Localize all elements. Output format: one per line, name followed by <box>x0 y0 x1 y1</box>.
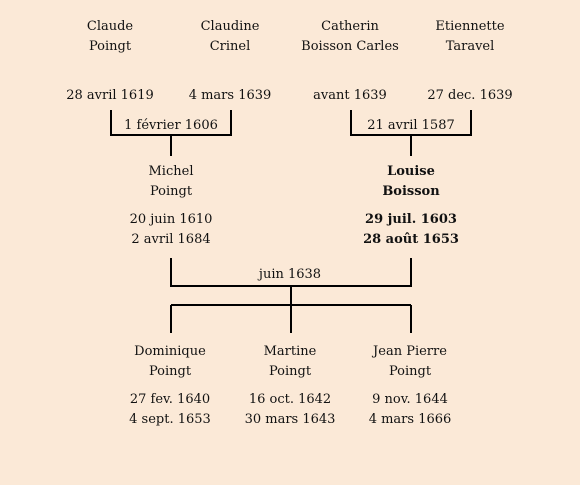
marriage-date-paternal: 1 février 1606 <box>124 118 218 133</box>
person-last-name: Poingt <box>148 364 192 379</box>
person-last-name: Poingt <box>268 364 312 379</box>
grandparent-etiennette: Etiennette Taravel <box>395 17 545 57</box>
person-first-name: Louise <box>387 164 435 179</box>
person-first-name: Claude <box>86 19 134 34</box>
person-first-name: Jean Pierre <box>373 344 447 359</box>
person-first-name: Dominique <box>134 344 206 359</box>
child-jean-pierre: Jean Pierre Poingt 9 nov. 1644 4 mars 16… <box>335 342 485 430</box>
marriage-date-parents: juin 1638 <box>258 267 322 282</box>
birth-date: 20 juin 1610 <box>129 212 213 227</box>
marriage-date-maternal: 21 avril 1587 <box>367 118 455 133</box>
birth-date: 27 fev. 1640 <box>129 392 211 407</box>
birth-date: 29 juil. 1603 <box>365 212 457 227</box>
person-last-name: Crinel <box>209 39 251 54</box>
grandparent-claudine-date: 4 mars 1639 <box>188 88 272 103</box>
grandparent-claude: Claude Poingt <box>35 17 185 57</box>
child-martine: Martine Poingt 16 oct. 1642 30 mars 1643 <box>215 342 365 430</box>
grandparent-catherin-date: avant 1639 <box>313 88 387 103</box>
death-date: 4 mars 1666 <box>368 412 452 427</box>
person-last-name: Poingt <box>388 364 432 379</box>
death-date: 2 avril 1684 <box>131 232 211 247</box>
person-last-name: Boisson Carles <box>301 39 399 54</box>
birth-date: 16 oct. 1642 <box>248 392 332 407</box>
person-first-name: Martine <box>263 344 317 359</box>
grandparent-catherin: Catherin Boisson Carles <box>275 17 425 57</box>
person-first-name: Etiennette <box>435 19 505 34</box>
person-last-name: Poingt <box>149 184 193 199</box>
person-last-name: Poingt <box>88 39 132 54</box>
death-date: 30 mars 1643 <box>244 412 336 427</box>
grandparent-claude-date: 28 avril 1619 <box>66 88 154 103</box>
person-last-name: Boisson <box>382 184 440 199</box>
person-first-name: Catherin <box>321 19 379 34</box>
person-last-name: Taravel <box>445 39 495 54</box>
person-first-name: Michel <box>148 164 194 179</box>
parent-louise: Louise Boisson 29 juil. 1603 28 août 165… <box>336 162 486 250</box>
grandparent-etiennette-date: 27 dec. 1639 <box>427 88 513 103</box>
birth-date: 9 nov. 1644 <box>372 392 448 407</box>
death-date: 28 août 1653 <box>363 232 459 247</box>
parent-michel: Michel Poingt 20 juin 1610 2 avril 1684 <box>96 162 246 250</box>
person-first-name: Claudine <box>200 19 260 34</box>
grandparent-claudine: Claudine Crinel <box>155 17 305 57</box>
child-dominique: Dominique Poingt 27 fev. 1640 4 sept. 16… <box>95 342 245 430</box>
death-date: 4 sept. 1653 <box>129 412 211 427</box>
